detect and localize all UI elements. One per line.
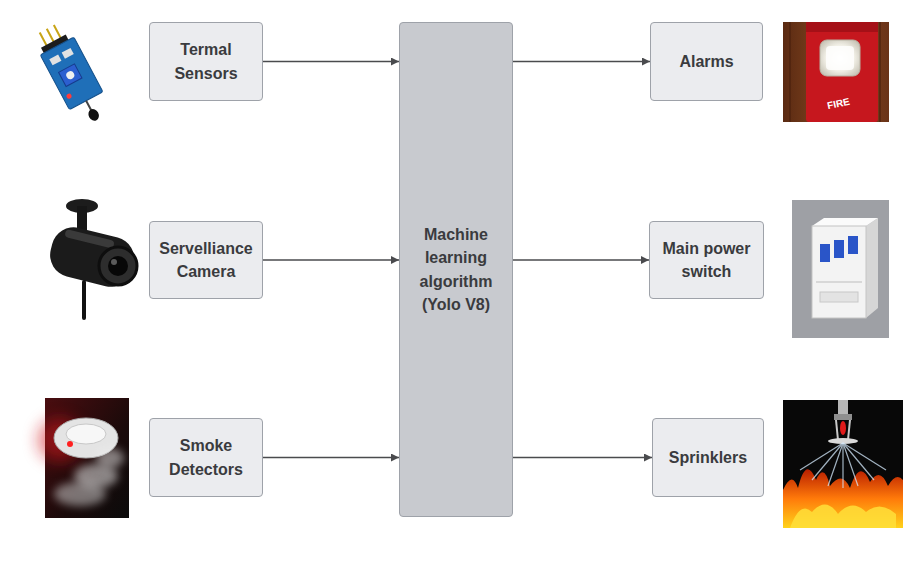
output-box: Sprinklers (652, 418, 764, 497)
camera-icon-part (45, 223, 139, 292)
thermal-sensor-icon-part (65, 70, 76, 81)
smoke-detector-photo-part (66, 424, 106, 444)
output-box: Main power switch (649, 221, 764, 299)
node-label: Main power switch (656, 237, 757, 283)
smoke-detector-photo-part (67, 441, 73, 447)
fire-alarm-photo-part (806, 22, 878, 122)
camera-icon-part (108, 256, 128, 276)
camera-icon-part (99, 247, 137, 285)
camera-icon (45, 199, 139, 318)
connector-arrow (513, 457, 652, 458)
camera-icon-part (82, 282, 86, 318)
circuit-breaker-photo-part (812, 218, 878, 226)
thermal-sensor-icon-part (49, 54, 61, 65)
connector-arrow (513, 61, 650, 62)
connector-arrow (263, 259, 399, 260)
algorithm-box: Machine learning algorithm (Yolo V8) (399, 22, 513, 517)
thermal-sensor-icon-part (86, 107, 100, 122)
sprinkler-photo-part (790, 504, 896, 528)
circuit-breaker-photo-part (834, 240, 844, 258)
sprinkler-photo-part (840, 421, 846, 435)
smoke-detector-photo-part (54, 482, 106, 506)
camera-icon-part-part (45, 223, 139, 292)
circuit-breaker-photo-part (820, 244, 830, 262)
thermal-sensor-icon-part (62, 48, 74, 59)
circuit-breaker-photo-part (848, 236, 858, 254)
sprinkler-photo-part-part (800, 443, 843, 470)
sprinkler-photo-part-part (812, 443, 843, 480)
sprinkler-photo-part (836, 420, 838, 440)
sprinkler-photo-part (848, 420, 850, 440)
circuit-breaker-photo (792, 200, 889, 338)
sprinkler-photo-part-part (843, 443, 886, 470)
sprinkler-photo-part (834, 414, 852, 420)
camera-icon-part (111, 259, 117, 265)
circuit-breaker-photo-part (816, 282, 862, 283)
circuit-breaker-photo-part (792, 200, 889, 338)
node-label: Alarms (679, 50, 733, 73)
camera-icon-part-part (64, 229, 114, 249)
circuit-breaker-photo-part (812, 226, 866, 318)
sprinkler-photo (783, 400, 903, 528)
thermal-sensor-icon-part (40, 37, 103, 110)
sprinkler-photo-part (800, 443, 886, 488)
fire-alarm-photo (783, 22, 889, 122)
connector-arrow (513, 259, 649, 260)
sprinkler-photo-part-part (843, 443, 874, 480)
thermal-sensor-icon-part (59, 64, 82, 87)
sprinkler-photo-part-part (843, 443, 858, 486)
fire-alarm-photo-part (789, 22, 791, 122)
sprinkler-photo-part-part (828, 443, 843, 486)
thermal-sensor-icon-part (66, 93, 73, 100)
fire-alarm-photo-part (806, 22, 878, 32)
smoke-detector-photo (38, 398, 129, 518)
input-box: Termal Sensors (149, 22, 263, 101)
sprinkler-photo-part (783, 400, 903, 528)
input-box: Servelliance Camera (149, 221, 263, 299)
circuit-breaker-photo-part (866, 218, 878, 318)
node-label: Termal Sensors (156, 38, 256, 84)
node-label: Machine learning algorithm (Yolo V8) (406, 223, 506, 316)
fire-alarm-photo-part (820, 40, 860, 76)
connector-arrow (263, 457, 399, 458)
node-label: Sprinklers (669, 446, 747, 469)
sprinkler-photo-part-part (842, 443, 843, 488)
thermal-sensor-icon (31, 19, 113, 129)
fire-alarm-photo-part (783, 22, 889, 122)
output-box: Alarms (650, 22, 763, 101)
circuit-breaker-photo-part (820, 292, 858, 302)
node-label: Servelliance Camera (156, 237, 256, 283)
fire-alarm-photo-part (826, 46, 854, 70)
connector-arrow (263, 61, 399, 62)
fire-alarm-photo-part (879, 22, 881, 122)
photo-text: FIRE (826, 96, 851, 111)
input-box: Smoke Detectors (149, 418, 263, 497)
node-label: Smoke Detectors (156, 434, 256, 480)
smoke-detector-photo-part (96, 448, 124, 468)
